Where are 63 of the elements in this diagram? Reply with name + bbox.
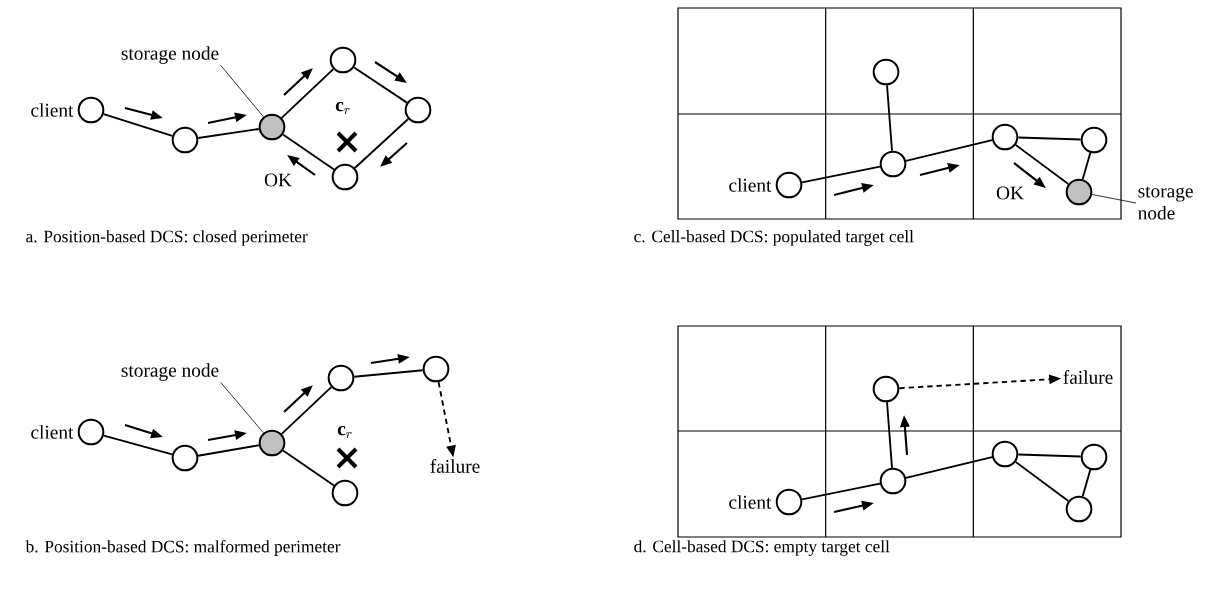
node-label: failure xyxy=(1063,370,1113,384)
node-label: client xyxy=(729,495,772,509)
edge-line xyxy=(1081,468,1092,498)
edge-line xyxy=(801,165,881,184)
edge-line xyxy=(905,139,993,162)
network-node xyxy=(171,126,199,154)
edge-line xyxy=(1017,136,1082,141)
edge-line xyxy=(886,401,893,469)
edge-line xyxy=(282,133,335,171)
network-node xyxy=(329,46,357,74)
edge-line xyxy=(1014,461,1070,502)
caption: d. Cell-based DCS: empty target cell xyxy=(634,540,890,556)
network-node xyxy=(872,58,900,86)
network-node xyxy=(258,429,286,457)
network-node xyxy=(331,479,359,507)
node-label: storage node xyxy=(1138,186,1193,220)
point-label: $\mathbf{c}_r$ xyxy=(335,102,350,115)
edge-line xyxy=(1014,144,1070,185)
leader-line xyxy=(220,65,264,118)
network-node xyxy=(327,364,355,392)
node-label: client xyxy=(31,425,74,439)
edge-line xyxy=(353,66,408,104)
node-label: client xyxy=(729,178,772,192)
network-node xyxy=(991,123,1019,151)
edge-line xyxy=(197,128,260,139)
node-label: storage node xyxy=(121,46,219,64)
edge-line xyxy=(102,434,174,456)
leader-line xyxy=(220,382,264,434)
network-node xyxy=(258,113,286,141)
edge-line xyxy=(353,118,410,169)
reply-label: OK xyxy=(996,186,1024,200)
network-node xyxy=(1080,126,1108,154)
network-node xyxy=(404,96,432,124)
network-node xyxy=(331,163,359,191)
network-node xyxy=(872,375,900,403)
edge-line xyxy=(905,456,993,479)
reply-label: OK xyxy=(264,173,292,187)
network-node xyxy=(171,444,199,472)
edge-line xyxy=(197,444,260,457)
node-label: client xyxy=(31,103,74,117)
caption: b. Position-based DCS: malformed perimeter xyxy=(25,540,341,556)
network-node xyxy=(991,440,1019,468)
edge-line xyxy=(353,369,424,378)
edge-line xyxy=(886,84,893,152)
node-label: failure xyxy=(430,459,480,473)
edge-line xyxy=(102,113,174,137)
leader-line xyxy=(1091,194,1137,204)
network-node xyxy=(879,150,907,178)
network-node xyxy=(422,355,450,383)
network-node xyxy=(1065,178,1093,206)
edge-line xyxy=(282,449,335,487)
network-node xyxy=(1065,495,1093,523)
edge-line xyxy=(1081,151,1092,181)
network-node xyxy=(879,467,907,495)
network-node xyxy=(1080,443,1108,471)
caption: a. Position-based DCS: closed perimeter xyxy=(26,230,308,246)
edge-line xyxy=(1017,453,1082,458)
edge-line xyxy=(801,482,881,501)
caption: c. Cell-based DCS: populated target cell xyxy=(634,230,914,246)
node-label: storage node xyxy=(121,363,219,381)
edge-line xyxy=(280,68,335,119)
edge-line xyxy=(280,386,333,435)
point-label: $\mathbf{c}_r$ xyxy=(337,426,352,439)
